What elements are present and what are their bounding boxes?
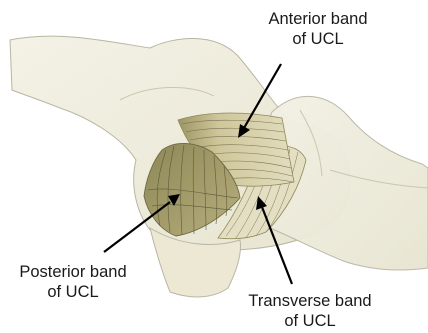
label-line: Anterior band xyxy=(243,9,393,29)
label-line: Transverse band xyxy=(222,291,398,311)
label-line: of UCL xyxy=(3,282,143,302)
label-line: of UCL xyxy=(222,311,398,331)
label-line: Posterior band xyxy=(3,262,143,282)
posterior-band-label: Posterior band of UCL xyxy=(3,262,143,302)
label-line: of UCL xyxy=(243,29,393,49)
transverse-band-label: Transverse band of UCL xyxy=(222,291,398,331)
anterior-band-label: Anterior band of UCL xyxy=(243,9,393,49)
